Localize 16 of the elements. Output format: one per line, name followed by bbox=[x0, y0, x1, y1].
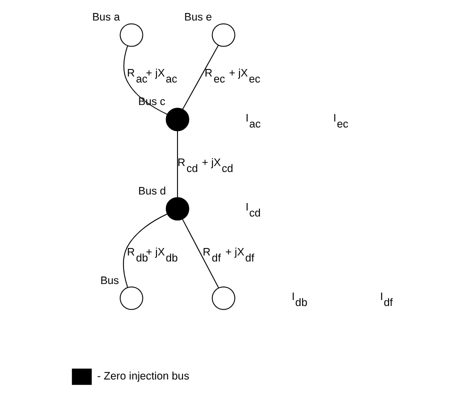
connector bbox=[122, 45, 167, 115]
node-label: Bus e bbox=[184, 12, 212, 24]
node-circle bbox=[211, 286, 235, 310]
node-label: Bus d bbox=[138, 185, 166, 198]
connector bbox=[176, 130, 178, 198]
node-circle bbox=[211, 23, 235, 47]
node-circle bbox=[165, 108, 189, 132]
node-circle bbox=[119, 286, 143, 310]
node-label: Bus a bbox=[92, 12, 120, 24]
legend-label: - Zero injection bus bbox=[96, 370, 189, 383]
node-label: Bus bbox=[100, 274, 118, 287]
connector bbox=[122, 214, 167, 288]
node-circle bbox=[119, 23, 143, 47]
connector bbox=[182, 44, 218, 110]
node-circle bbox=[165, 197, 189, 221]
connector bbox=[181, 218, 219, 288]
